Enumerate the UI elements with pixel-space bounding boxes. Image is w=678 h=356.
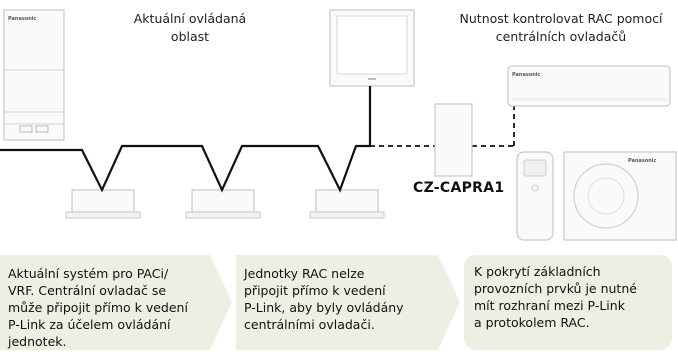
brand-logo: Panasonic <box>628 158 657 164</box>
cz-capra1-adapter <box>434 103 473 177</box>
rac-wall-indoor-unit: Panasonic <box>507 65 671 107</box>
heading-current-area: Aktuální ovládaná oblast <box>133 11 247 44</box>
indoor-unit-2 <box>185 189 261 219</box>
brand-logo: Panasonic <box>512 72 541 78</box>
brand-logo: Panasonic <box>8 16 37 22</box>
info-box-interface-need: K pokrytí základních provozních prvků je… <box>464 255 672 350</box>
indoor-unit-3 <box>309 189 385 219</box>
p-link-wiring <box>0 86 372 193</box>
rac-outdoor-unit: Panasonic <box>563 151 677 241</box>
heading-rac-need: Nutnost kontrolovat RAC pomocí centrální… <box>459 11 663 44</box>
info-box-current-system: Aktuální systém pro PACi/ VRF. Centrální… <box>0 255 232 350</box>
outdoor-vrf-unit: Panasonic <box>3 9 65 141</box>
rac-dashed-wiring <box>370 95 515 147</box>
info-box-rac-limitation: Jednotky RAC nelze připojit přímo k vede… <box>236 255 460 350</box>
adapter-model-label: CZ-CAPRA1 <box>413 180 505 196</box>
central-controller <box>329 9 415 87</box>
remote-controller <box>516 151 554 241</box>
indoor-unit-1 <box>65 189 141 219</box>
